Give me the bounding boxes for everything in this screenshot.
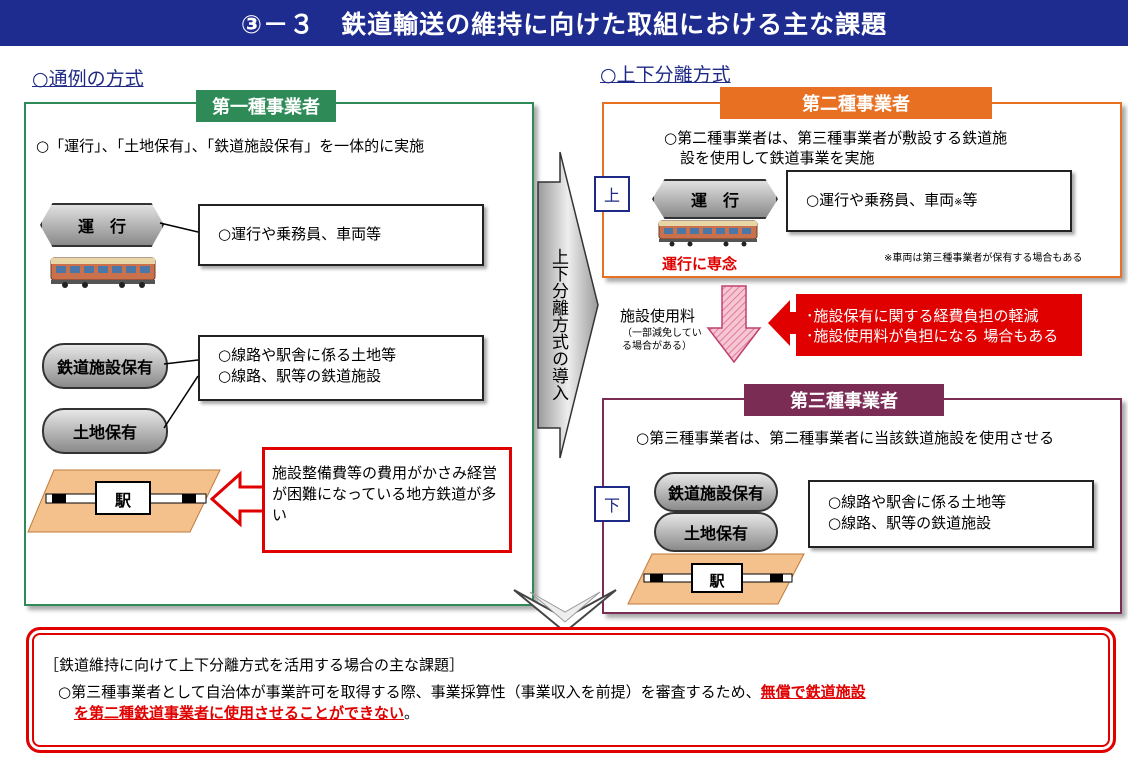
transition-arrow-icon [537, 151, 599, 459]
issues-line1: ○第三種事業者として自治体が事業許可を取得する際、事業採算性（事業収入を前提）を… [58, 683, 761, 701]
facility-desc-1: ○線路や駅舎に係る土地等 [218, 346, 397, 364]
right-facility-shape: 鉄道施設保有 [654, 472, 778, 512]
first-class-intro: ○「運行」、「土地保有」、「鉄道施設保有」を一体的に実施 [36, 137, 425, 155]
operation-desc: ○運行や乗務員、車両等 [218, 225, 382, 243]
merit-arrow-icon [768, 300, 806, 346]
operation-label: 運 行 [77, 217, 126, 236]
facility-desc-2: ○線路、駅等の鉄道施設 [218, 367, 382, 385]
station-label: 駅 [114, 491, 131, 510]
issues-line2-end: 。 [404, 704, 420, 722]
page-title: ③－３ 鉄道輸送の維持に向けた取組における主な課題 [0, 0, 1128, 46]
fee-label: 施設使用料 [620, 307, 696, 325]
issues-emphasis-2: を第二種鉄道事業者に使用させることができない [74, 704, 405, 722]
focus-label: 運行に専念 [662, 255, 738, 273]
right-operation-label: 運 行 [690, 191, 739, 210]
issues-emphasis-1: 無償で鉄道施設 [760, 683, 866, 701]
land-label: 土地保有 [72, 423, 137, 442]
vehicle-note-mark: ※ [954, 197, 963, 208]
right-operation-desc-text: ○運行や乗務員、車両 [806, 191, 955, 209]
problem-text: 施設整備費等の費用がかさみ経営が困難になっている地方鉄道が多い [272, 464, 498, 524]
right-operation-shape: 運 行 [652, 179, 778, 219]
merit-box [796, 294, 1082, 356]
vehicle-note: ※車両は第三種事業者が保有する場合もある [884, 253, 1083, 264]
left-section-title: ○通例の方式 [32, 68, 144, 90]
right-operation-desc-end: 等 [962, 191, 978, 209]
second-intro-2: 設を使用して鉄道事業を実施 [680, 149, 875, 167]
facility-desc-box [198, 335, 484, 401]
merit-2: ･施設使用料が負担になる 場合もある [806, 327, 1059, 345]
fee-note: （一部減免している場合がある） [622, 328, 702, 352]
left-arrow-icon [210, 470, 266, 528]
third-class-label: 第三種事業者 [744, 384, 944, 416]
merit-1: ･施設保有に関する経費負担の軽減 [806, 307, 1039, 325]
fee-down-arrow-icon [706, 285, 762, 364]
lower-tag: 下 [594, 486, 630, 522]
operation-shape: 運 行 [40, 203, 164, 247]
first-class-label: 第一種事業者 [196, 90, 336, 122]
problem-box [262, 447, 512, 553]
right-operation-desc: ○運行や乗務員、車両※等 [806, 190, 978, 213]
second-class-label: 第二種事業者 [720, 87, 992, 119]
right-land-shape: 土地保有 [654, 512, 778, 552]
upper-tag: 上 [594, 176, 630, 212]
right-station-platform-icon [627, 553, 805, 605]
third-intro: ○第三種事業者は、第二種事業者に当該鉄道施設を使用させる [636, 429, 1055, 447]
right-facility-desc-2: ○線路、駅等の鉄道施設 [828, 514, 992, 532]
right-facility-label: 鉄道施設保有 [667, 484, 764, 503]
right-operation-desc-box [786, 170, 1072, 232]
second-intro-1: ○第二種事業者は、第三種事業者が敷設する鉄道施 [664, 129, 1008, 147]
right-land-label: 土地保有 [683, 524, 748, 543]
down-chevron-icon [513, 589, 617, 634]
right-station-label: 駅 [709, 572, 725, 590]
issues-text: ○第三種事業者として自治体が事業許可を取得する際、事業採算性（事業収入を前提）を… [58, 682, 1098, 724]
facility-label: 鉄道施設保有 [56, 358, 153, 377]
right-section-title: ○上下分離方式 [600, 64, 731, 86]
land-shape: 土地保有 [42, 408, 168, 454]
station-platform-icon [27, 469, 221, 533]
train-icon [50, 257, 156, 288]
right-train-icon [658, 220, 758, 247]
issues-box [26, 627, 1116, 753]
facility-shape: 鉄道施設保有 [42, 343, 168, 389]
transition-text: 上下分離方式の導入 [548, 248, 568, 401]
right-facility-desc-box [808, 480, 1094, 548]
issues-heading: ［鉄道維持に向けて上下分離方式を活用する場合の主な課題］ [44, 656, 465, 674]
operation-desc-box [198, 204, 484, 266]
right-facility-desc-1: ○線路や駅舎に係る土地等 [828, 493, 1007, 511]
